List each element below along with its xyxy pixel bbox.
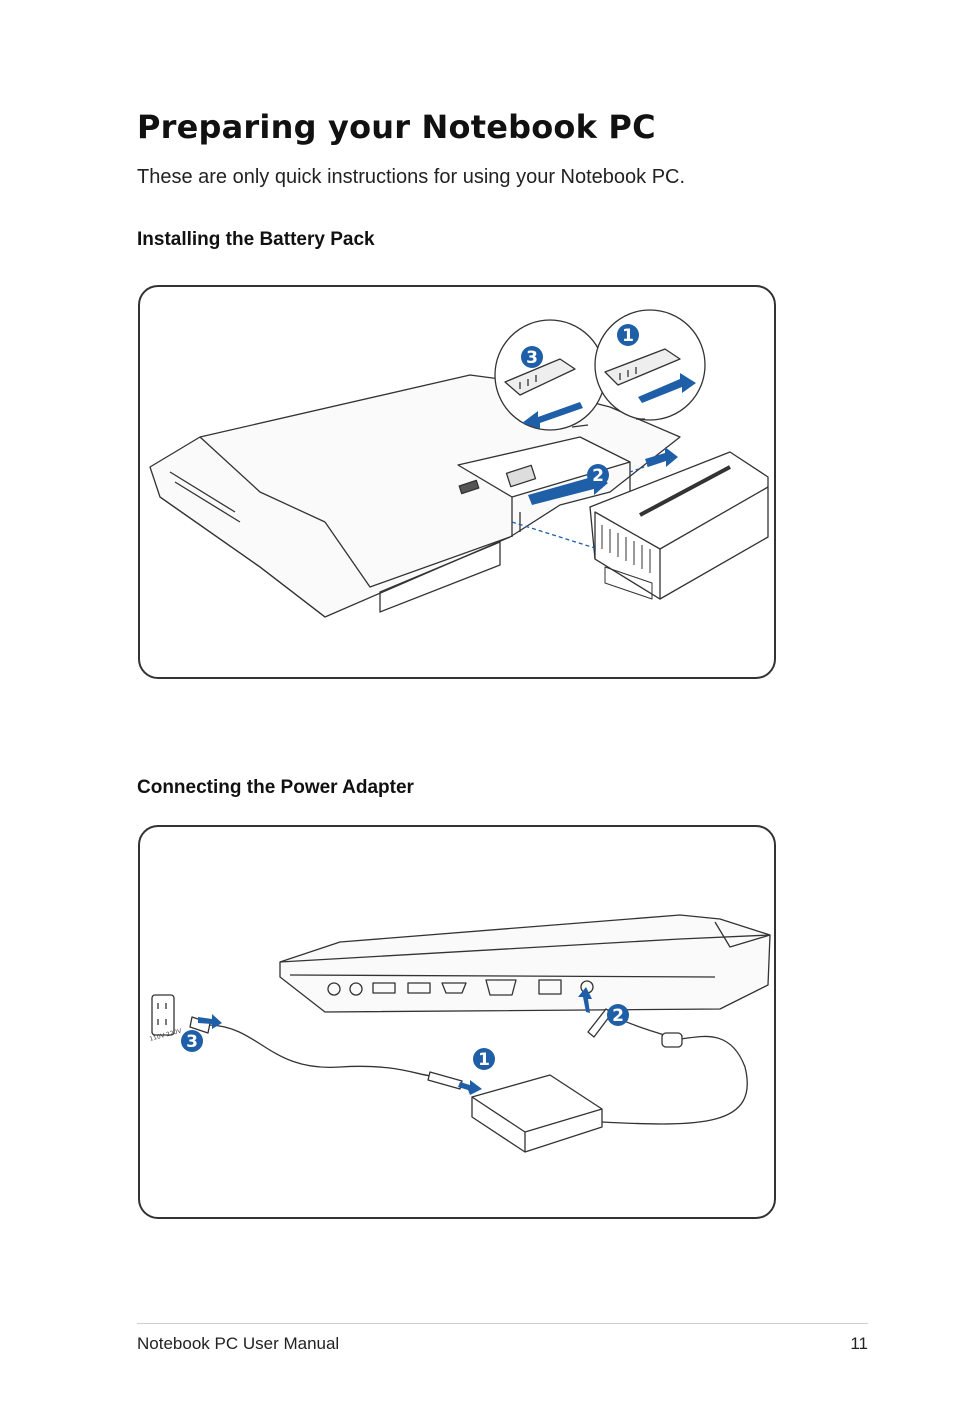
footer-manual-name: Notebook PC User Manual	[137, 1334, 340, 1353]
step-1-badge-icon	[473, 1048, 495, 1070]
battery-section-heading: Installing the Battery Pack	[137, 229, 375, 250]
step-2-badge-icon	[587, 464, 609, 486]
page-title: Preparing your Notebook PC	[137, 108, 656, 146]
power-adapter-illustration: 110V-220V 1 2 3	[138, 825, 776, 1219]
svg-text:2: 2	[592, 466, 604, 486]
power-section-heading: Connecting the Power Adapter	[137, 777, 414, 798]
step-badges: 1 2 3	[181, 1004, 629, 1070]
battery-install-illustration: 3 1 2	[138, 285, 776, 679]
svg-text:2: 2	[612, 1006, 624, 1026]
svg-text:3: 3	[526, 348, 538, 368]
step-2-badge-icon	[607, 1004, 629, 1026]
step-3-badge-icon	[181, 1030, 203, 1052]
step-3-badge-icon	[521, 346, 543, 368]
intro-text: These are only quick instructions for us…	[137, 166, 686, 188]
power-illustration-drawing: 110V-220V 1 2 3	[149, 914, 771, 1153]
footer-page-number: 11	[850, 1334, 868, 1353]
footer-divider	[137, 1323, 868, 1324]
svg-text:3: 3	[186, 1032, 198, 1052]
direction-arrows	[198, 987, 592, 1095]
svg-text:1: 1	[478, 1050, 490, 1070]
svg-text:1: 1	[622, 326, 634, 346]
wall-outlet-icon	[151, 994, 175, 1036]
step-badges: 3 1 2	[521, 324, 639, 486]
battery-illustration-drawing: 3 1 2	[149, 309, 769, 618]
step-1-badge-icon	[617, 324, 639, 346]
